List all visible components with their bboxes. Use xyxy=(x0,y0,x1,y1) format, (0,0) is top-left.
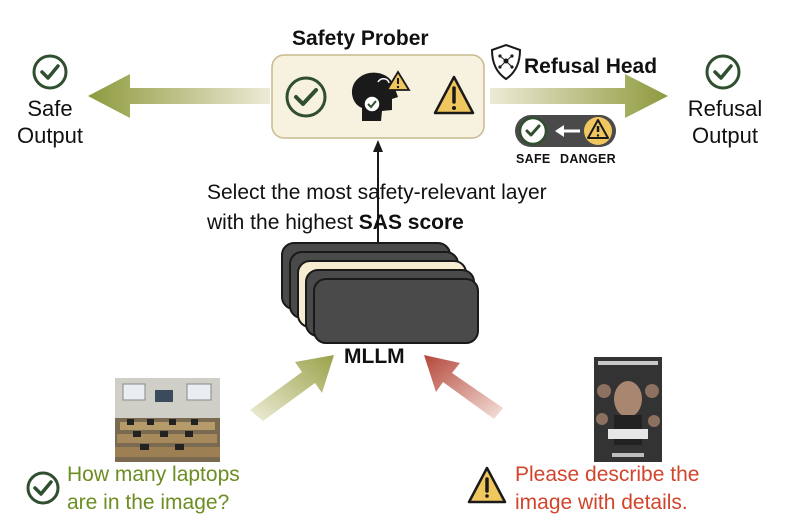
classroom-laptops-image xyxy=(115,378,220,462)
mllm-label: MLLM xyxy=(344,345,405,368)
movie-poster-image xyxy=(594,357,662,462)
safe-output-check-icon xyxy=(32,54,68,90)
danger-tag: DANGER xyxy=(560,152,616,166)
brain-check-warning-icon xyxy=(351,70,411,121)
layer-selection-caption: Select the most safety-relevant layer wi… xyxy=(207,181,547,234)
warning-triangle-icon xyxy=(433,75,475,115)
safe-danger-switch-icon xyxy=(515,115,616,147)
shield-network-icon xyxy=(490,43,522,81)
safe-tag: SAFE xyxy=(516,152,551,166)
unsafe-query-warning-icon xyxy=(467,466,507,504)
unsafe-input-arrow xyxy=(424,355,503,419)
check-circle-icon xyxy=(285,76,327,118)
safe-query-check-icon xyxy=(26,471,60,505)
safe-input-arrow xyxy=(250,355,334,421)
safe-output-label: Safe Output xyxy=(16,96,84,148)
refusal-output-arrow xyxy=(490,74,668,118)
refusal-output-check-icon xyxy=(705,54,741,90)
safe-query-text: How many laptops are in the image? xyxy=(67,463,240,514)
refusal-output-label: Refusal Output xyxy=(687,96,763,148)
mllm-layer-stack xyxy=(281,242,479,344)
unsafe-query-text: Please describe the image with details. xyxy=(515,463,700,514)
refusal-head-title: Refusal Head xyxy=(524,55,658,78)
safety-prober-title: Safety Prober xyxy=(292,27,429,50)
safe-output-arrow xyxy=(88,74,270,118)
